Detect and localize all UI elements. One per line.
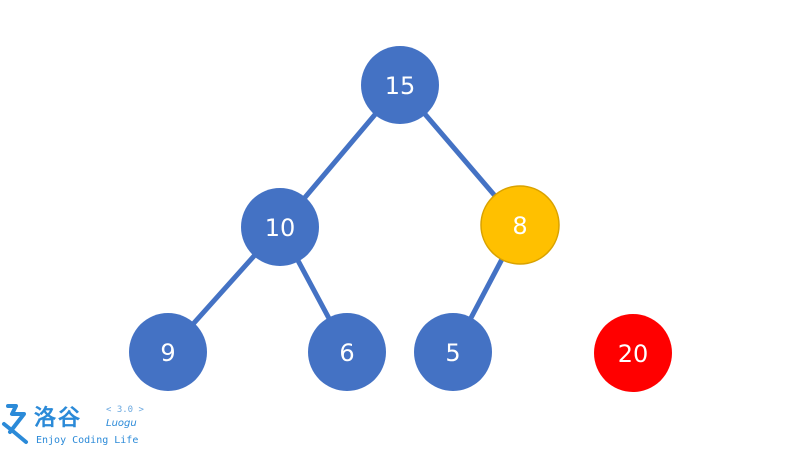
node-circle (594, 314, 672, 392)
node-circle (308, 313, 386, 391)
watermark-name: Luogu (106, 418, 137, 429)
node-label: 9 (160, 339, 175, 367)
node-label: 10 (265, 214, 296, 242)
watermark-tagline: Enjoy Coding Life (36, 435, 139, 446)
watermark-logo-text: 洛谷 (34, 406, 83, 431)
tree-node-6: 6 (308, 313, 386, 391)
luogu-mark-icon (2, 404, 28, 444)
node-circle (129, 313, 207, 391)
tree-node-5: 5 (414, 313, 492, 391)
watermark-version: < 3.0 > (106, 405, 144, 415)
tree-edges (166, 83, 523, 354)
tree-node-20: 20 (594, 314, 672, 392)
node-label: 8 (512, 212, 527, 240)
tree-node-9: 9 (129, 313, 207, 391)
tree-node-15: 15 (361, 46, 439, 124)
tree-node-8: 8 (480, 185, 560, 265)
node-circle (414, 313, 492, 391)
tree-nodes: 15 10 8 9 6 5 20 (129, 46, 672, 392)
node-circle (361, 46, 439, 124)
luogu-watermark: 洛谷 < 3.0 > Luogu Enjoy Coding Life (0, 402, 160, 450)
node-label: 20 (618, 340, 649, 368)
tree-node-10: 10 (241, 188, 319, 266)
node-circle (241, 188, 319, 266)
node-label: 6 (339, 339, 354, 367)
node-label: 5 (445, 339, 460, 367)
node-label: 15 (385, 72, 416, 100)
node-circle (480, 185, 560, 265)
